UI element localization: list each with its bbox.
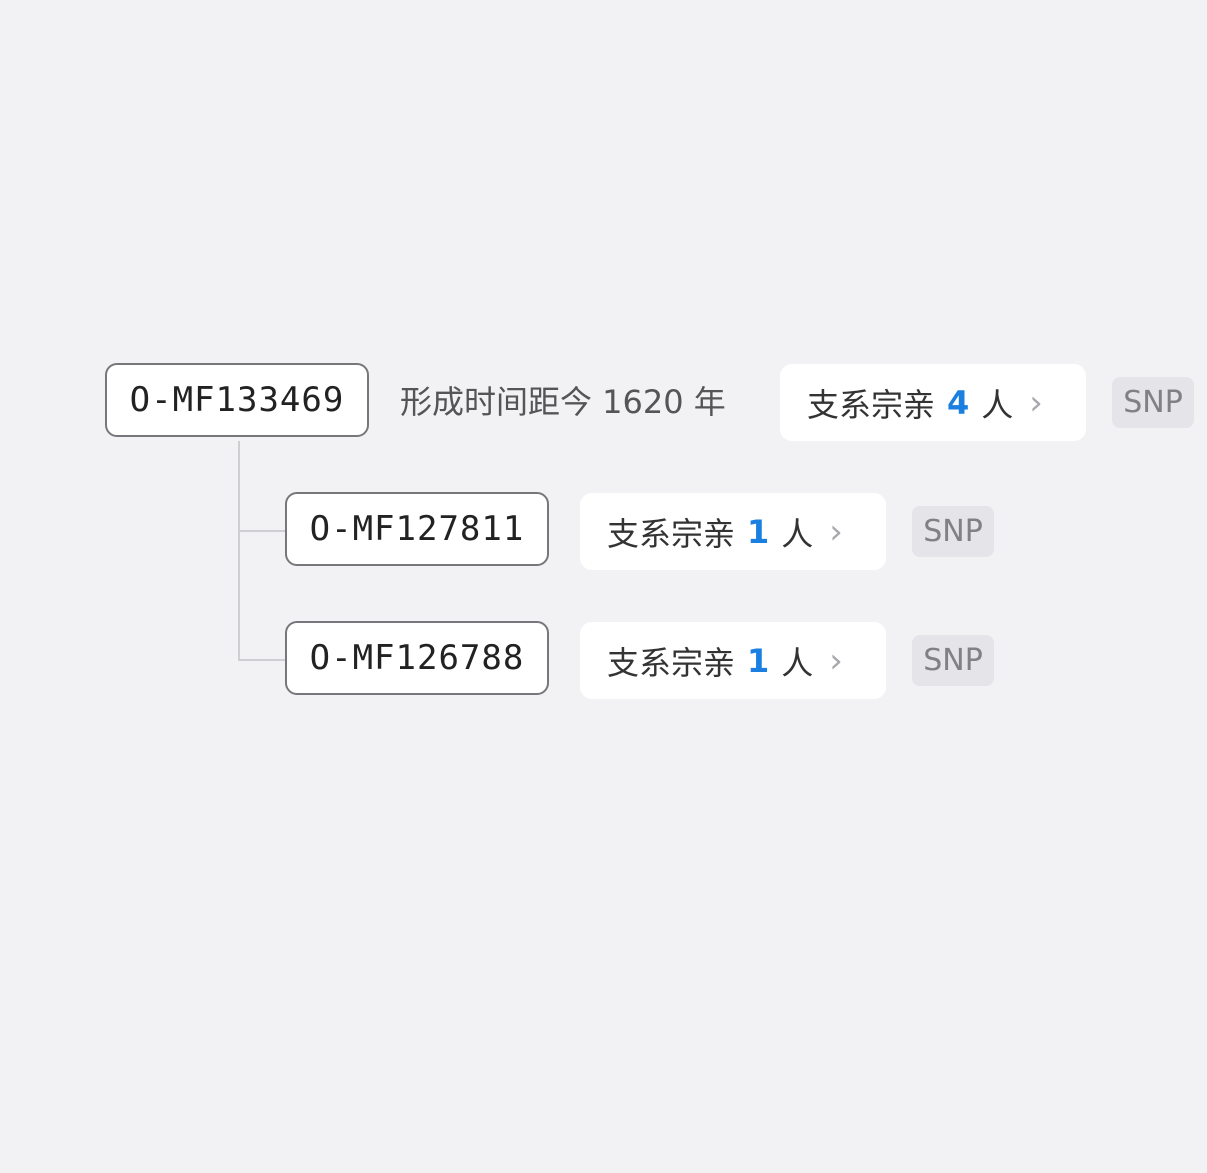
tree-connector-branch — [238, 530, 285, 532]
chevron-right-icon: › — [1029, 382, 1043, 423]
relatives-count: 1 — [747, 512, 770, 551]
relatives-unit: 人 — [981, 385, 1014, 424]
haplogroup-node-child[interactable]: O-MF126788 — [285, 621, 549, 695]
haplogroup-node-root[interactable]: O-MF133469 — [105, 363, 369, 437]
relatives-label: 支系宗亲 — [807, 385, 936, 424]
relatives-label: 支系宗亲 — [607, 514, 736, 553]
haplogroup-node-child[interactable]: O-MF127811 — [285, 492, 549, 566]
snp-tag[interactable]: SNP — [912, 635, 994, 686]
snp-tag[interactable]: SNP — [1112, 377, 1194, 428]
tree-connector-branch — [238, 659, 285, 661]
relatives-label: 支系宗亲 — [607, 643, 736, 682]
formation-age-text: 形成时间距今 1620 年 — [400, 383, 726, 421]
snp-tag[interactable]: SNP — [912, 506, 994, 557]
relatives-count: 1 — [747, 641, 770, 680]
chevron-right-icon: › — [829, 511, 843, 552]
relatives-count: 4 — [947, 383, 970, 422]
tree-connector-vertical — [238, 441, 240, 661]
relatives-unit: 人 — [781, 514, 814, 553]
chevron-right-icon: › — [829, 640, 843, 681]
relatives-unit: 人 — [781, 643, 814, 682]
